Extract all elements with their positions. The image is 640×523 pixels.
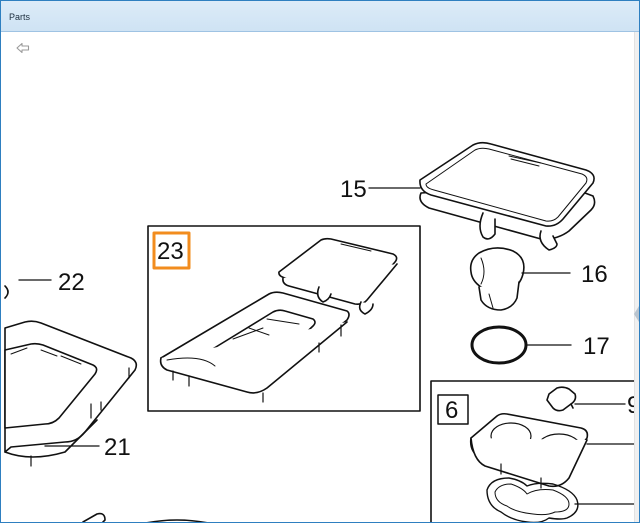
callout-17[interactable]: 17: [583, 333, 610, 360]
partial-part-bottom-left: [82, 512, 106, 522]
callout-22[interactable]: 22: [58, 269, 85, 296]
part-23-small-lid[interactable]: [278, 237, 398, 315]
parts-diagram: 15 16 17 22 21 23 6 9: [4, 141, 639, 523]
window-title: Parts: [9, 12, 31, 22]
part-6-gasket[interactable]: [486, 477, 579, 523]
back-arrow-icon[interactable]: [16, 42, 30, 54]
part-23-frame[interactable]: [159, 291, 350, 403]
part-6-cup-holder[interactable]: [469, 412, 589, 489]
part-17-o-ring[interactable]: [470, 325, 528, 365]
callout-15[interactable]: 15: [340, 176, 367, 203]
part-21-console[interactable]: [4, 285, 138, 467]
callout-16[interactable]: 16: [581, 261, 608, 288]
title-bar: Parts: [1, 1, 639, 32]
selected-callout-highlight: [152, 231, 191, 270]
callout-6[interactable]: 6: [445, 397, 458, 424]
vertical-scrollbar[interactable]: [634, 32, 639, 522]
assembly-23-box: [147, 225, 421, 412]
scroll-indicator: [634, 306, 639, 322]
callout-6-frame: [437, 394, 469, 425]
part-15-lid[interactable]: [419, 141, 596, 251]
callout-21[interactable]: 21: [104, 434, 131, 461]
partial-part-bottom-center: [146, 519, 208, 522]
part-16-knob[interactable]: [469, 247, 525, 311]
part-9-clip[interactable]: [546, 386, 577, 412]
assembly-6-box: [430, 380, 639, 522]
callout-23[interactable]: 23: [157, 238, 184, 265]
